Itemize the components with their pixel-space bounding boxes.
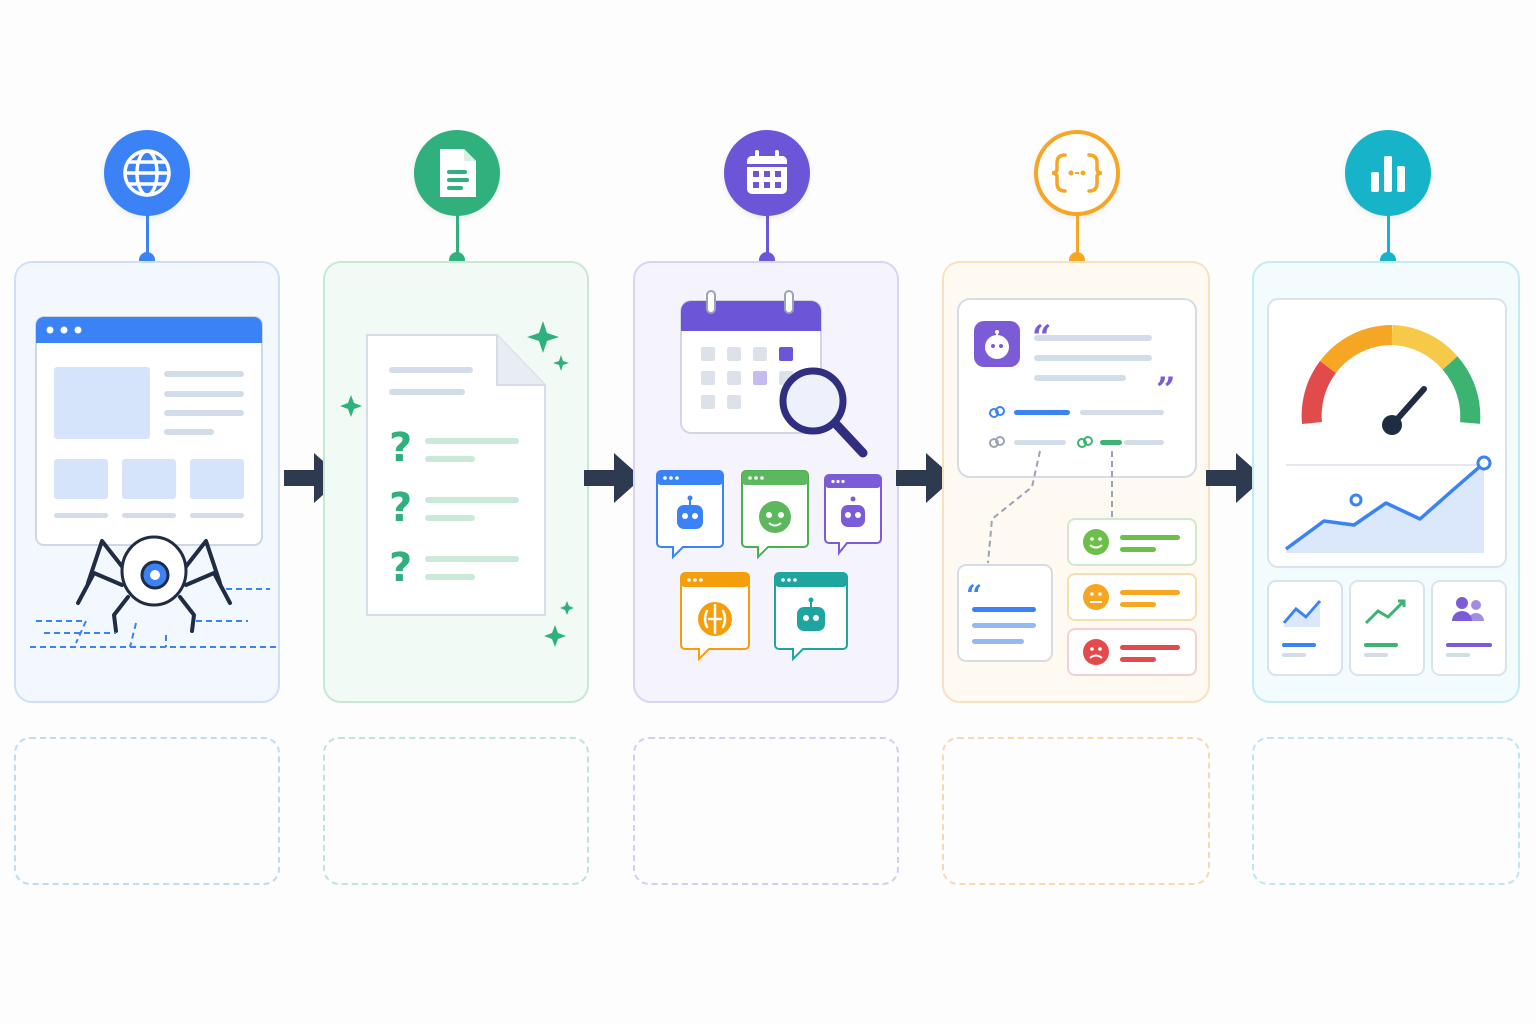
connector-line bbox=[766, 214, 769, 258]
response-panel: “ ” bbox=[957, 298, 1197, 478]
link-icon bbox=[1077, 436, 1093, 448]
caption-placeholder bbox=[14, 737, 280, 885]
question-document: ? ? ? bbox=[366, 334, 546, 616]
gauge-icon bbox=[1301, 325, 1481, 424]
arrow-right-icon bbox=[1206, 453, 1266, 503]
caption-placeholder bbox=[633, 737, 899, 885]
step-card-crawl bbox=[14, 261, 280, 703]
svg-text:?: ? bbox=[389, 485, 412, 531]
quote-icon: ” bbox=[1156, 370, 1176, 410]
chatbot-window-purple bbox=[824, 474, 882, 556]
citation-card: “ bbox=[957, 564, 1053, 662]
metric-card-growth bbox=[1349, 580, 1425, 676]
caption-placeholder bbox=[1252, 737, 1520, 885]
calendar-icon bbox=[724, 130, 810, 216]
connector-line bbox=[1387, 214, 1390, 258]
chatbot-window-blue bbox=[656, 470, 724, 560]
dashboard-panel bbox=[1267, 298, 1507, 568]
metric-card-line bbox=[1267, 580, 1343, 676]
document-icon bbox=[414, 130, 500, 216]
spider-icon bbox=[76, 535, 232, 633]
question-mark-icon: ? ? ? bbox=[389, 425, 412, 591]
sentiment-neutral bbox=[1067, 573, 1197, 621]
bar-chart-icon bbox=[1345, 130, 1431, 216]
browser-window bbox=[35, 316, 263, 546]
link-icon bbox=[989, 406, 1005, 418]
trend-line bbox=[1284, 461, 1486, 551]
quote-icon: “ bbox=[966, 579, 982, 612]
step-card-query-llms bbox=[633, 261, 899, 703]
arrow-right-icon bbox=[896, 453, 956, 503]
connector-line bbox=[146, 214, 149, 258]
chatbot-window-green bbox=[741, 470, 809, 560]
sentiment-positive bbox=[1067, 518, 1197, 566]
users-icon bbox=[1452, 597, 1484, 621]
svg-text:?: ? bbox=[389, 425, 412, 471]
step-card-parse-responses: “ ” “ bbox=[942, 261, 1210, 703]
sparkle-icon bbox=[340, 321, 574, 647]
step-card-questions: ? ? ? bbox=[323, 261, 589, 703]
sentiment-negative bbox=[1067, 628, 1197, 676]
step-card-analytics bbox=[1252, 261, 1520, 703]
magnifier-icon bbox=[779, 367, 868, 458]
link-icon bbox=[989, 436, 1005, 448]
chatbot-window-orange bbox=[680, 572, 750, 662]
caption-placeholder bbox=[942, 737, 1210, 885]
chatbot-window-teal bbox=[774, 572, 848, 662]
svg-text:?: ? bbox=[389, 545, 412, 591]
arrow-right-icon bbox=[584, 453, 644, 503]
connector-line bbox=[456, 214, 459, 258]
connector-line bbox=[1076, 214, 1079, 258]
metric-card-users bbox=[1431, 580, 1507, 676]
crawl-paths bbox=[30, 588, 278, 648]
globe-icon bbox=[104, 130, 190, 216]
caption-placeholder bbox=[323, 737, 589, 885]
json-braces-icon bbox=[1034, 130, 1120, 216]
